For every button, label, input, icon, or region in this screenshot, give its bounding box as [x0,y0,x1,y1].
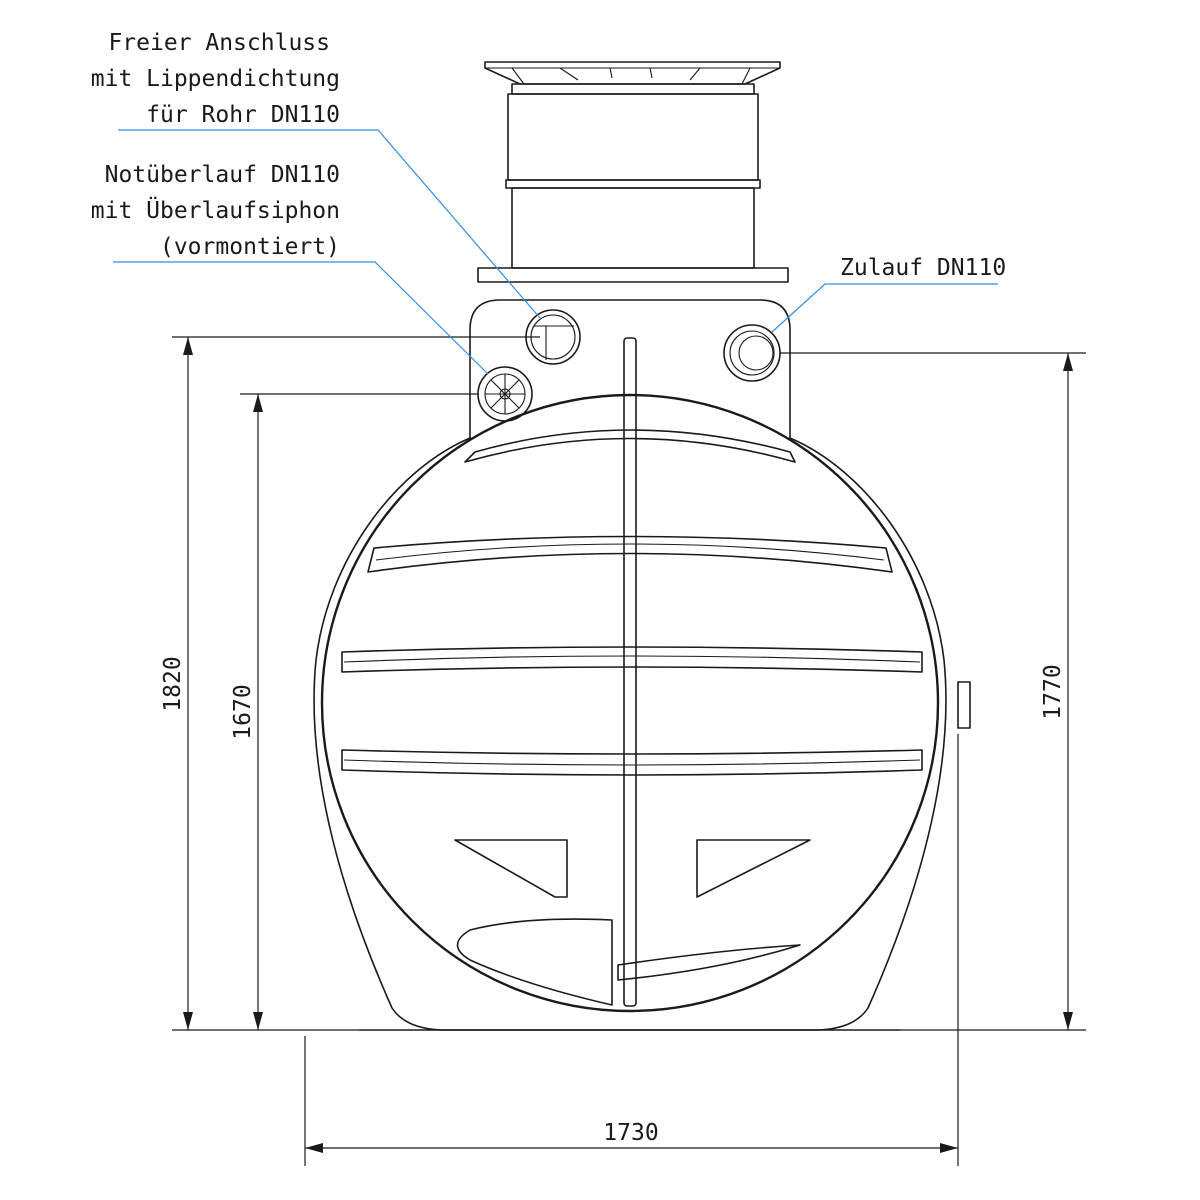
svg-text:mit Lippendichtung: mit Lippendichtung [91,66,340,92]
shaft-upper [507,93,759,181]
triangle-left [454,839,568,898]
svg-text:Notüberlauf DN110: Notüberlauf DN110 [105,162,340,188]
svg-text:Freier Anschluss: Freier Anschluss [108,30,330,56]
dimension-width: 1730 [304,734,959,1166]
leader-inlet [771,283,998,333]
central-rod [623,337,637,1007]
svg-text:für Rohr DN110: für Rohr DN110 [146,102,340,128]
svg-text:mit Überlaufsiphon: mit Überlaufsiphon [91,196,340,224]
shaft-collar [505,179,761,189]
tank-neck [469,267,791,441]
inlet-baffle [456,918,613,1006]
svg-text:(vormontiert): (vormontiert) [160,234,340,260]
leader-free-connection [118,129,541,319]
manhole-cover [484,61,781,85]
rib-3 [341,646,923,673]
shaft-lower [511,187,755,269]
dim-label-1820: 1820 [160,656,186,711]
siphon-spokes [485,374,525,414]
dimension-overflow-height: 1670 [230,393,478,1030]
shaft-top-ring [511,83,755,95]
dimension-inlet-height: 1770 [780,352,1086,1031]
tank-ribs [341,429,923,776]
leader-overflow [113,261,489,375]
label-overflow: Notüberlauf DN110 mit Überlaufsiphon (vo… [91,162,340,260]
lower-features [454,839,811,1006]
center-rod [623,337,637,1007]
port-overflow [477,366,533,422]
label-free-connection: Freier Anschluss mit Lippendichtung für … [91,30,340,128]
cover-ribs [511,67,751,85]
dim-label-1730: 1730 [603,1120,658,1146]
tank-outer-hull [313,437,947,1031]
rib-4 [341,749,923,776]
side-socket [957,681,971,729]
svg-text:Zulauf DN110: Zulauf DN110 [840,255,1006,281]
rib-1 [464,429,796,463]
tank-face-circle [320,393,940,1013]
leader-lines [113,129,998,375]
port-inlet [723,324,781,382]
rib-2 [367,535,893,573]
tank-body [313,393,971,1031]
bottom-channel [617,944,801,981]
dim-label-1670: 1670 [230,684,256,739]
dimension-total-height: 1820 [160,336,540,1031]
triangle-right [696,839,811,898]
neck-flange [477,267,789,283]
rib-inner-lines [343,543,921,766]
label-inlet: Zulauf DN110 [840,255,1006,281]
dim-label-1770: 1770 [1040,664,1066,719]
riser-shaft [484,61,781,269]
